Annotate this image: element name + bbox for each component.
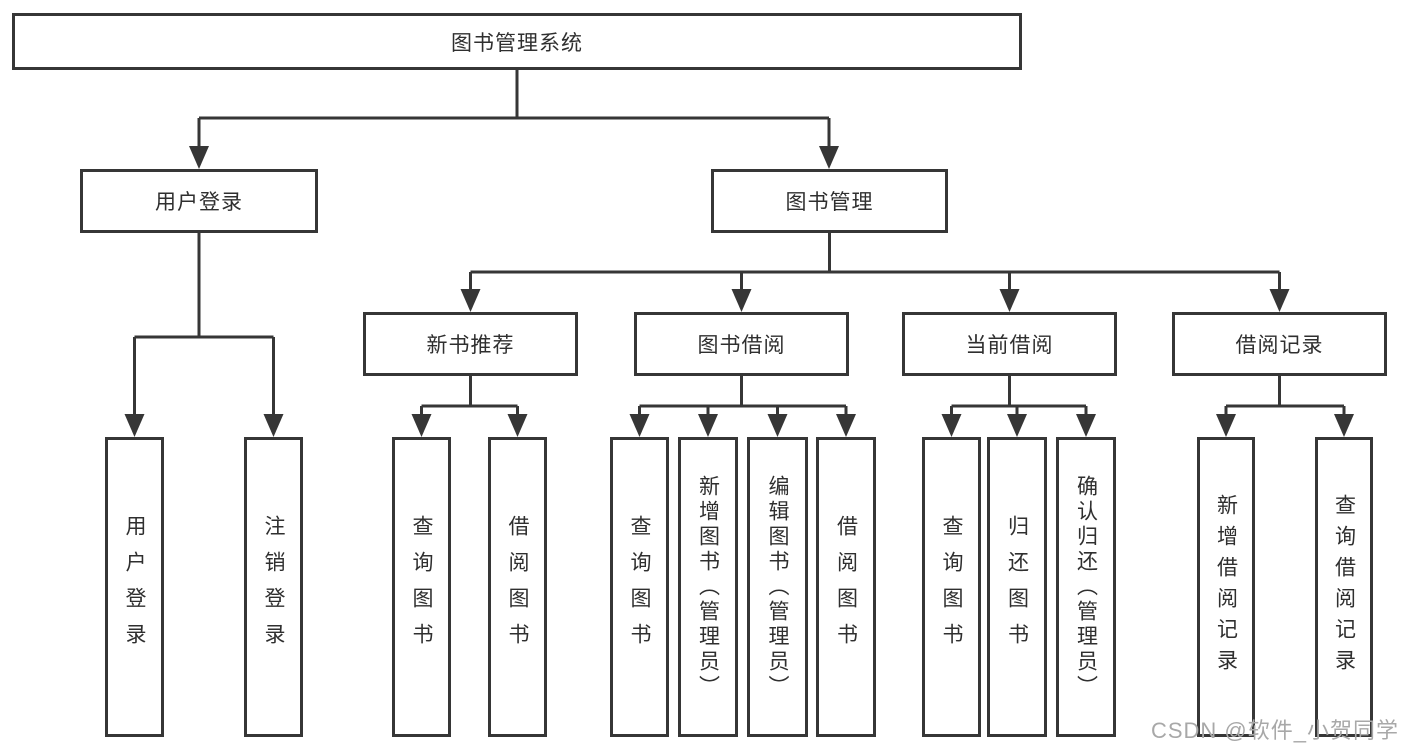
csdn-watermark: CSDN @软件_小贺同学 (1150, 718, 1399, 743)
node-new-book-recommend: 新书推荐 (363, 312, 578, 376)
node-label: 借阅图书 (834, 515, 858, 659)
node-label: 查询图书 (940, 515, 963, 659)
connector-current-borrow-to-leaves (950, 376, 1088, 416)
leaf-query-books: 查询图书 (392, 437, 451, 737)
connector-user-login-to-leaves (133, 233, 275, 416)
node-book-management: 图书管理 (711, 169, 948, 233)
node-label: 用户登录 (155, 191, 243, 214)
arrowheads-book-borrow-leaves (629, 414, 856, 437)
node-label: 图书管理 (785, 191, 874, 214)
leaf-logout: 注销登录 (244, 437, 303, 737)
leaf-query-borrow-record: 查询借阅记录 (1315, 437, 1373, 737)
node-label: 新书推荐 (426, 334, 515, 357)
connector-new-book-to-leaves (420, 376, 519, 416)
node-label: 查询借阅记录 (1332, 494, 1356, 680)
arrowheads-borrow-record-leaves (1216, 414, 1354, 437)
node-label: 注销登录 (262, 515, 285, 659)
node-current-borrow: 当前借阅 (902, 312, 1117, 376)
leaf-query-books: 查询图书 (922, 437, 981, 737)
node-label: 图书借阅 (697, 334, 786, 357)
node-label: 确认归还（管理员） (1074, 474, 1098, 700)
node-library-management-system: 图书管理系统 (12, 13, 1022, 70)
node-label: 编辑图书（管理员） (766, 474, 789, 700)
arrowheads-new-book-leaves (411, 414, 528, 437)
connector-borrow-record-to-leaves (1224, 376, 1346, 416)
connector-book-management-to-level3 (469, 233, 1281, 291)
node-label: 新增借阅记录 (1214, 494, 1238, 680)
leaf-user-login: 用户登录 (105, 437, 164, 737)
leaf-edit-books-admin: 编辑图书（管理员） (747, 437, 808, 737)
arrowheads-user-login-leaves (124, 414, 284, 437)
node-label: 借阅记录 (1235, 334, 1324, 357)
connector-root-to-level2 (197, 70, 831, 148)
leaf-add-books-admin: 新增图书（管理员） (678, 437, 738, 737)
node-label: 查询图书 (410, 515, 433, 659)
node-label: 借阅图书 (506, 515, 529, 659)
leaf-confirm-return-admin: 确认归还（管理员） (1056, 437, 1116, 737)
connector-book-borrow-to-leaves (638, 376, 848, 416)
node-label: 新增图书（管理员） (696, 474, 720, 700)
arrowheads-level3 (460, 289, 1290, 312)
node-label: 图书管理系统 (451, 31, 583, 55)
node-user-login: 用户登录 (80, 169, 318, 233)
node-book-borrow: 图书借阅 (634, 312, 849, 376)
leaf-add-borrow-record: 新增借阅记录 (1197, 437, 1255, 737)
leaf-return-books: 归还图书 (987, 437, 1047, 737)
node-borrow-record: 借阅记录 (1172, 312, 1387, 376)
leaf-borrow-books: 借阅图书 (488, 437, 547, 737)
leaf-query-books: 查询图书 (610, 437, 669, 737)
node-label: 当前借阅 (965, 334, 1054, 357)
leaf-borrow-books: 借阅图书 (816, 437, 876, 737)
arrowheads-level2 (189, 146, 839, 169)
arrowheads-current-borrow-leaves (941, 414, 1096, 437)
node-label: 用户登录 (123, 515, 146, 659)
node-label: 归还图书 (1005, 515, 1029, 659)
node-label: 查询图书 (628, 515, 651, 659)
